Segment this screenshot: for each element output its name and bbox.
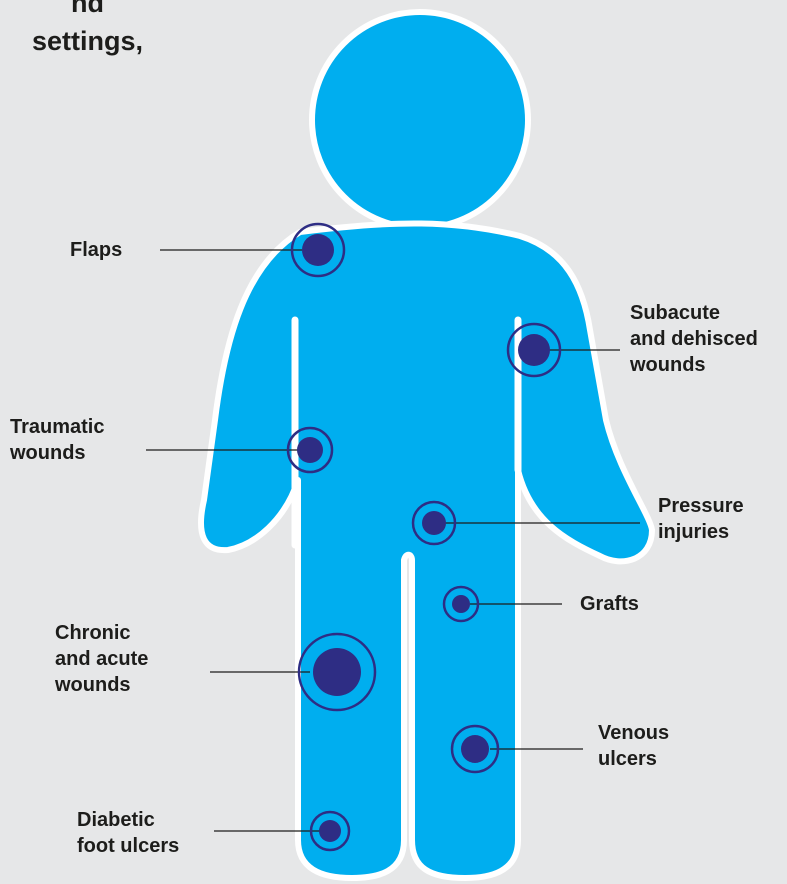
label-chronic-line-3: wounds <box>55 672 148 698</box>
label-venous-line-2: ulcers <box>598 746 669 772</box>
label-chronic-line-2: and acute <box>55 646 148 672</box>
label-traumatic-line-2: wounds <box>10 440 104 466</box>
label-subacute-line-3: wounds <box>630 352 758 378</box>
label-traumatic: Traumatic wounds <box>10 414 104 466</box>
label-venous-line-1: Venous <box>598 720 669 746</box>
label-chronic-line-1: Chronic <box>55 620 148 646</box>
label-diabetic-line-1: Diabetic <box>77 807 179 833</box>
label-diabetic: Diabetic foot ulcers <box>77 807 179 859</box>
label-traumatic-line-1: Traumatic <box>10 414 104 440</box>
label-diabetic-line-2: foot ulcers <box>77 833 179 859</box>
head-shape <box>312 12 528 228</box>
label-subacute-line-1: Subacute <box>630 300 758 326</box>
label-pressure-line-1: Pressure <box>658 493 744 519</box>
label-chronic: Chronic and acute wounds <box>55 620 148 698</box>
label-venous: Venous ulcers <box>598 720 669 772</box>
label-pressure-line-2: injuries <box>658 519 744 545</box>
label-subacute-line-2: and dehisced <box>630 326 758 352</box>
body-shape <box>201 223 652 878</box>
label-flaps: Flaps <box>70 237 122 263</box>
label-pressure: Pressure injuries <box>658 493 744 545</box>
label-grafts: Grafts <box>580 591 639 617</box>
label-subacute: Subacute and dehisced wounds <box>630 300 758 378</box>
